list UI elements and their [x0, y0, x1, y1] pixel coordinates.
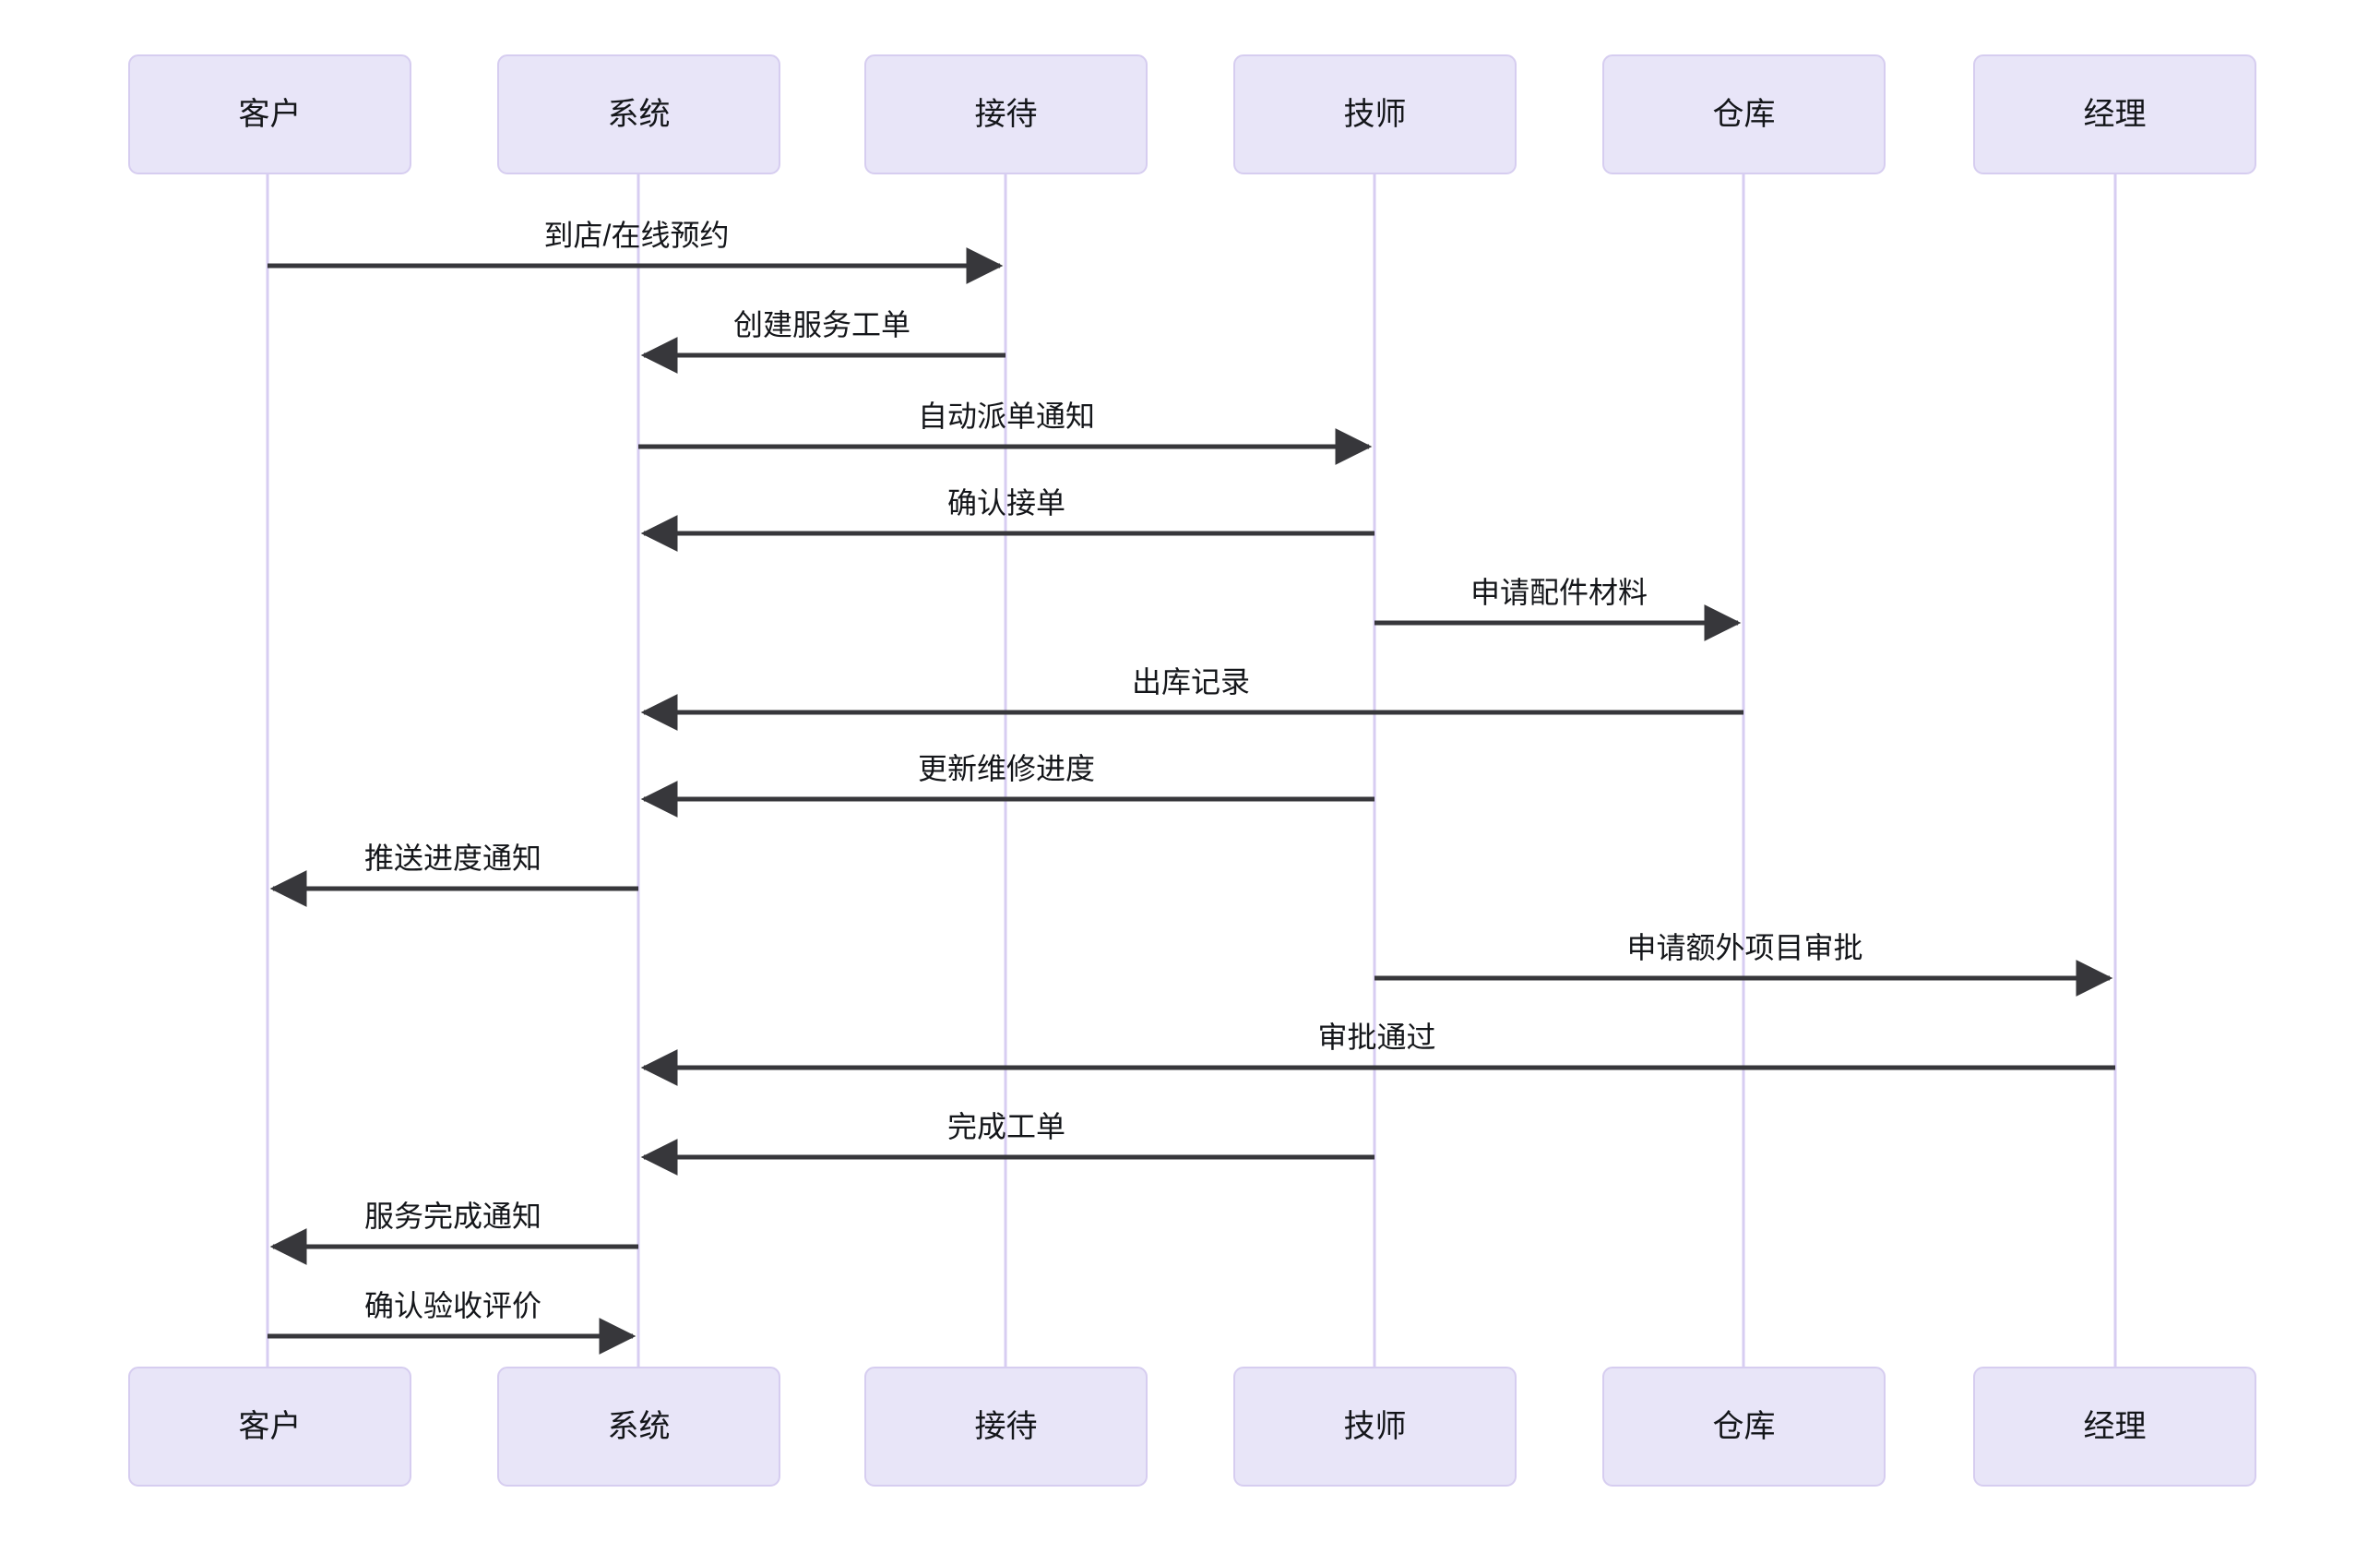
actor-box-rect: [1973, 1367, 2256, 1487]
actor-label-customer: 客户: [239, 97, 302, 132]
actor-label-system: 系统: [608, 1409, 671, 1444]
message-1[interactable]: 到店/在线预约: [268, 219, 1004, 284]
actor-box-rect: [497, 1367, 780, 1487]
message-label-13: 确认验收评价: [364, 1289, 541, 1322]
message-label-12: 服务完成通知: [364, 1200, 541, 1233]
message-label-7: 更新维修进度: [918, 752, 1095, 785]
actor-label-tech: 技师: [1344, 97, 1407, 132]
actor-box-rect: [1602, 1367, 1886, 1487]
actor-box-rect: [864, 54, 1148, 174]
message-7[interactable]: 更新维修进度: [640, 752, 1374, 818]
actor-label-manager: 经理: [2084, 97, 2147, 132]
message-label-6: 出库记录: [1132, 665, 1250, 699]
actor-label-tech: 技师: [1344, 1409, 1407, 1444]
message-12[interactable]: 服务完成通知: [269, 1200, 638, 1265]
message-8[interactable]: 推送进度通知: [269, 842, 638, 907]
actor-label-system: 系统: [608, 97, 671, 132]
actor-box-rect: [1233, 54, 1517, 174]
actor-box-reception-top[interactable]: 接待: [864, 54, 1148, 174]
actor-label-reception: 接待: [975, 97, 1038, 132]
actor-label-customer: 客户: [239, 1409, 302, 1444]
message-label-5: 申请配件材料: [1470, 576, 1648, 609]
lifelines-layer: [266, 173, 2117, 1368]
actor-box-reception-bottom[interactable]: 接待: [864, 1367, 1148, 1487]
actor-box-tech-top[interactable]: 技师: [1233, 54, 1517, 174]
message-label-3: 自动派单通知: [918, 400, 1095, 433]
actor-label-warehouse: 仓库: [1713, 1409, 1776, 1444]
actor-label-reception: 接待: [975, 1409, 1038, 1444]
actor-label-warehouse: 仓库: [1713, 97, 1776, 132]
actor-box-rect: [497, 54, 780, 174]
message-9[interactable]: 申请额外项目审批: [1374, 931, 2113, 997]
message-13[interactable]: 确认验收评价: [268, 1289, 637, 1355]
message-11[interactable]: 完成工单: [640, 1110, 1374, 1176]
message-2[interactable]: 创建服务工单: [640, 308, 1006, 374]
message-label-2: 创建服务工单: [733, 308, 910, 341]
actor-box-rect: [128, 54, 411, 174]
messages-layer: 到店/在线预约创建服务工单自动派单通知确认接单申请配件材料出库记录更新维修进度推…: [268, 219, 2115, 1355]
actor-box-rect: [128, 1367, 411, 1487]
actor-box-warehouse-top[interactable]: 仓库: [1602, 54, 1886, 174]
actor-box-rect: [1973, 54, 2256, 174]
actor-box-rect: [1233, 1367, 1517, 1487]
actor-box-warehouse-bottom[interactable]: 仓库: [1602, 1367, 1886, 1487]
message-label-8: 推送进度通知: [364, 842, 541, 875]
message-label-9: 申请额外项目审批: [1626, 931, 1862, 964]
message-label-10: 审批通过: [1317, 1021, 1435, 1054]
actor-box-tech-bottom[interactable]: 技师: [1233, 1367, 1517, 1487]
message-label-1: 到店/在线预约: [544, 219, 730, 252]
message-label-11: 完成工单: [947, 1110, 1065, 1143]
actor-label-manager: 经理: [2084, 1409, 2147, 1444]
message-4[interactable]: 确认接单: [640, 486, 1374, 552]
message-3[interactable]: 自动派单通知: [638, 400, 1373, 465]
actor-box-rect: [1602, 54, 1886, 174]
message-10[interactable]: 审批通过: [640, 1021, 2115, 1086]
actor-box-system-bottom[interactable]: 系统: [497, 1367, 780, 1487]
actor-box-manager-bottom[interactable]: 经理: [1973, 1367, 2256, 1487]
message-label-4: 确认接单: [947, 486, 1065, 520]
message-6[interactable]: 出库记录: [640, 665, 1743, 731]
actor-box-customer-top[interactable]: 客户: [128, 54, 411, 174]
actor-box-manager-top[interactable]: 经理: [1973, 54, 2256, 174]
actor-box-customer-bottom[interactable]: 客户: [128, 1367, 411, 1487]
actor-box-system-top[interactable]: 系统: [497, 54, 780, 174]
actor-box-rect: [864, 1367, 1148, 1487]
message-5[interactable]: 申请配件材料: [1374, 576, 1742, 641]
